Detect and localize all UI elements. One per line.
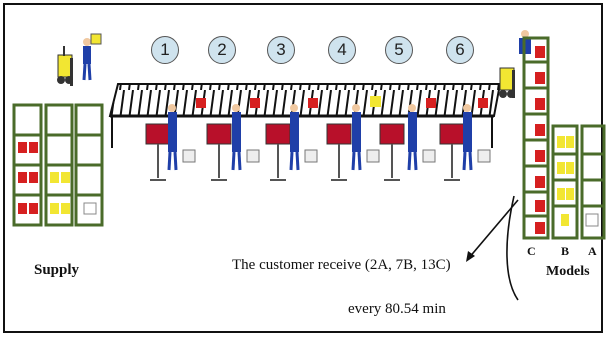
station-number-5: 5 (385, 36, 413, 64)
model-column-label-c: C (527, 244, 536, 259)
delivery-arrow (466, 200, 518, 262)
supply-rack (76, 105, 102, 225)
model-column-label-b: B (561, 244, 569, 259)
supply-label: Supply (34, 262, 79, 279)
forklift-icon (57, 46, 73, 86)
supply-racks (14, 105, 102, 225)
station-number-3: 3 (267, 36, 295, 64)
model-column-label-a: A (588, 244, 597, 259)
cycle-time-text: every 80.54 min (348, 301, 446, 318)
model-rack-c (524, 38, 548, 238)
model-rack-a (582, 126, 604, 238)
model-rack-b (553, 126, 577, 238)
worker-icon (83, 34, 101, 80)
models-racks (524, 38, 604, 238)
supply-rack (46, 105, 72, 225)
station-number-1: 1 (151, 36, 179, 64)
customer-receive-text: The customer receive (2A, 7B, 13C) (232, 257, 451, 274)
station-number-4: 4 (328, 36, 356, 64)
models-label: Models (546, 264, 590, 280)
station-number-6: 6 (446, 36, 474, 64)
supply-rack (14, 105, 41, 225)
station-number-2: 2 (208, 36, 236, 64)
